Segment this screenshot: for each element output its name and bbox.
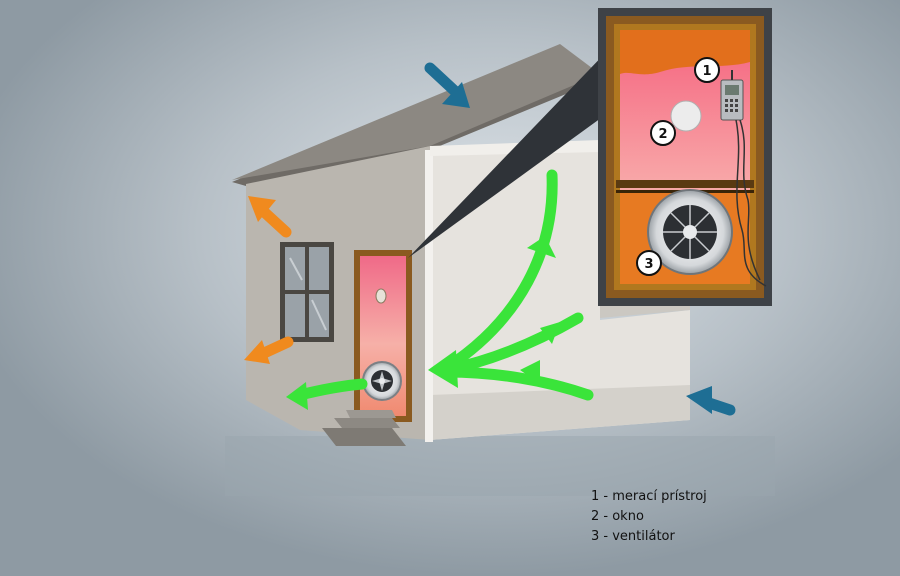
door-detail-inset: 1 2 3 <box>598 8 772 306</box>
leak-arrows-orange <box>244 196 294 364</box>
legend-item-1: 1 - merací prístroj <box>591 489 707 504</box>
callout-1: 1 <box>694 57 720 83</box>
house-interior-floor <box>430 385 690 440</box>
callout-2: 2 <box>650 120 676 146</box>
entry-steps <box>322 410 406 446</box>
pressure-gauge-icon <box>720 70 767 287</box>
door-with-blower <box>354 250 412 422</box>
wall-cut-edge <box>425 150 433 442</box>
green-arrowheads <box>286 236 560 410</box>
ground-shadow <box>225 436 775 496</box>
callout-3: 3 <box>636 250 662 276</box>
infiltration-arrows-blue <box>424 62 736 416</box>
callout-1-number: 1 <box>702 64 711 79</box>
legend-item-2: 2 - okno <box>591 509 644 524</box>
callout-3-number: 3 <box>644 257 653 272</box>
inset-window-hole <box>670 100 702 132</box>
roof <box>232 44 600 180</box>
callout-2-number: 2 <box>658 127 667 142</box>
inset-pointer <box>408 46 612 258</box>
inset-crossbar <box>616 180 754 188</box>
window-icon <box>280 242 334 342</box>
inflow-arrows-green <box>294 169 594 401</box>
door-hole <box>375 288 387 304</box>
legend-item-3: 3 - ventilátor <box>591 529 675 544</box>
inset-fan-icon <box>647 189 733 275</box>
fan-icon <box>362 361 402 401</box>
house-back-wall <box>430 152 690 440</box>
legend: 1 - merací prístroj 2 - okno 3 - ventilá… <box>591 487 707 547</box>
